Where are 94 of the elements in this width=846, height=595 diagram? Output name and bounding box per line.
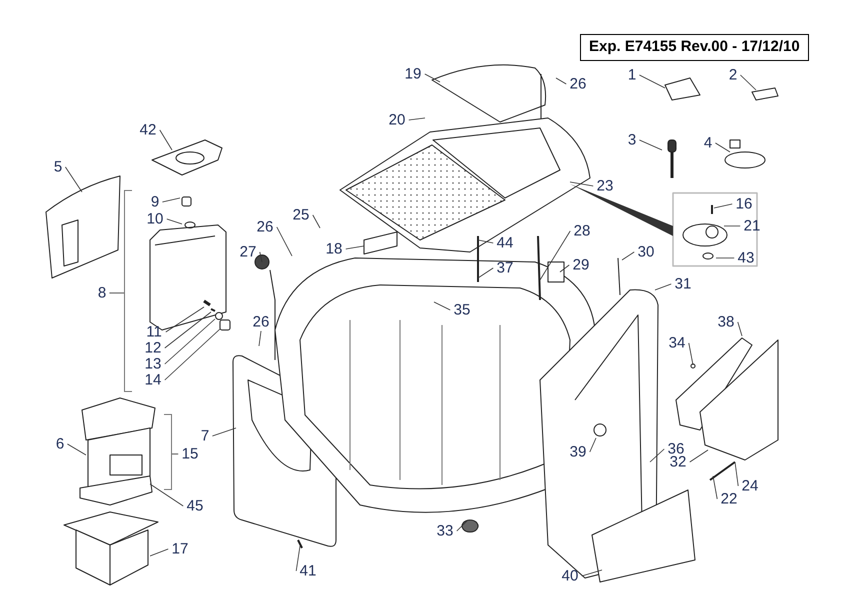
leader-line xyxy=(65,166,82,192)
callout-number: 23 xyxy=(596,178,614,194)
leader-line xyxy=(212,428,236,436)
callout-number: 32 xyxy=(670,454,686,470)
callout-number: 19 xyxy=(404,66,422,82)
bracket xyxy=(124,190,132,392)
callout-number: 26 xyxy=(256,220,274,234)
leader-line xyxy=(67,444,86,456)
callout-number: 40 xyxy=(562,568,578,584)
callout-number: 36 xyxy=(668,442,684,456)
leader-line xyxy=(166,218,182,224)
callout-number: 22 xyxy=(720,492,738,506)
leader-line xyxy=(159,130,172,150)
leader-line xyxy=(639,140,662,150)
leader-line xyxy=(109,292,124,294)
callout-number: 20 xyxy=(388,112,406,128)
callout-number: 45 xyxy=(186,498,204,514)
callout-number: 17 xyxy=(172,542,188,556)
callout-number: 44 xyxy=(496,236,514,250)
bracket xyxy=(164,414,172,490)
leader-line xyxy=(164,312,212,348)
leader-line xyxy=(345,246,364,250)
callout-number: 9 xyxy=(150,194,160,210)
callout-number: 24 xyxy=(742,478,758,494)
callout-number: 15 xyxy=(182,446,198,462)
callout-number: 2 xyxy=(728,68,738,82)
leader-line xyxy=(556,78,567,84)
callout-number: 21 xyxy=(744,218,760,234)
callout-number: 27 xyxy=(240,244,256,260)
callout-number: 11 xyxy=(146,324,162,340)
callout-number: 8 xyxy=(98,286,106,300)
callout-number: 26 xyxy=(570,76,586,92)
leader-line xyxy=(689,450,708,462)
leader-line xyxy=(712,476,718,500)
leader-line xyxy=(581,570,602,576)
leader-line xyxy=(622,252,635,260)
callout-number: 25 xyxy=(292,208,310,222)
callout-number: 37 xyxy=(496,260,514,276)
leader-line xyxy=(650,448,665,462)
drawing-reference: Exp. E74155 Rev.00 - 17/12/10 xyxy=(580,34,809,60)
leader-line xyxy=(560,264,570,272)
leader-line xyxy=(164,328,220,380)
callout-number: 13 xyxy=(144,356,162,372)
leader-line xyxy=(456,520,468,532)
leader-line xyxy=(715,142,730,152)
leader-line xyxy=(162,198,180,202)
leader-line xyxy=(570,182,594,186)
leader-line xyxy=(740,74,756,90)
leader-line xyxy=(150,548,169,556)
callout-number: 18 xyxy=(326,242,342,256)
callout-number: 10 xyxy=(146,212,164,226)
leader-line xyxy=(589,438,596,452)
leader-line xyxy=(478,268,494,278)
callout-number: 31 xyxy=(674,276,692,292)
leader-line xyxy=(737,322,742,336)
leader-line xyxy=(714,204,733,208)
callout-number: 26 xyxy=(252,314,270,330)
callout-number: 5 xyxy=(54,160,62,174)
leader-line xyxy=(734,462,739,486)
leader-line xyxy=(312,214,320,228)
leader-line xyxy=(688,342,694,366)
callout-number: 16 xyxy=(736,196,752,212)
leader-line xyxy=(258,330,262,346)
callout-number: 39 xyxy=(570,444,586,460)
leader-line xyxy=(165,306,204,332)
leader-line xyxy=(408,118,426,120)
callout-number: 30 xyxy=(638,244,654,260)
leader-line xyxy=(424,74,440,82)
callout-number: 29 xyxy=(572,258,590,272)
leader-line xyxy=(478,240,494,244)
callout-number: 14 xyxy=(144,372,162,388)
callout-number: 12 xyxy=(144,340,162,356)
callout-number: 3 xyxy=(628,132,636,148)
leader-line xyxy=(296,546,300,572)
leader-line xyxy=(259,252,262,262)
callout-number: 4 xyxy=(704,136,712,150)
callout-number: 34 xyxy=(668,336,686,350)
leader-line xyxy=(434,302,451,310)
callout-number: 7 xyxy=(200,428,210,444)
callout-number: 35 xyxy=(454,302,470,318)
leader-line xyxy=(150,484,184,506)
callout-number: 38 xyxy=(718,314,734,330)
leader-line xyxy=(639,74,666,88)
leader-line xyxy=(540,230,571,280)
callout-number: 33 xyxy=(436,524,454,538)
callout-number: 28 xyxy=(574,224,590,238)
callout-number: 1 xyxy=(628,68,636,82)
callout-number: 43 xyxy=(738,250,754,266)
callout-number: 6 xyxy=(56,436,64,452)
leader-line xyxy=(164,318,216,364)
callout-number: 42 xyxy=(140,122,156,138)
leader-line xyxy=(276,226,292,256)
leader-line xyxy=(654,284,672,290)
callout-number: 41 xyxy=(300,564,316,578)
